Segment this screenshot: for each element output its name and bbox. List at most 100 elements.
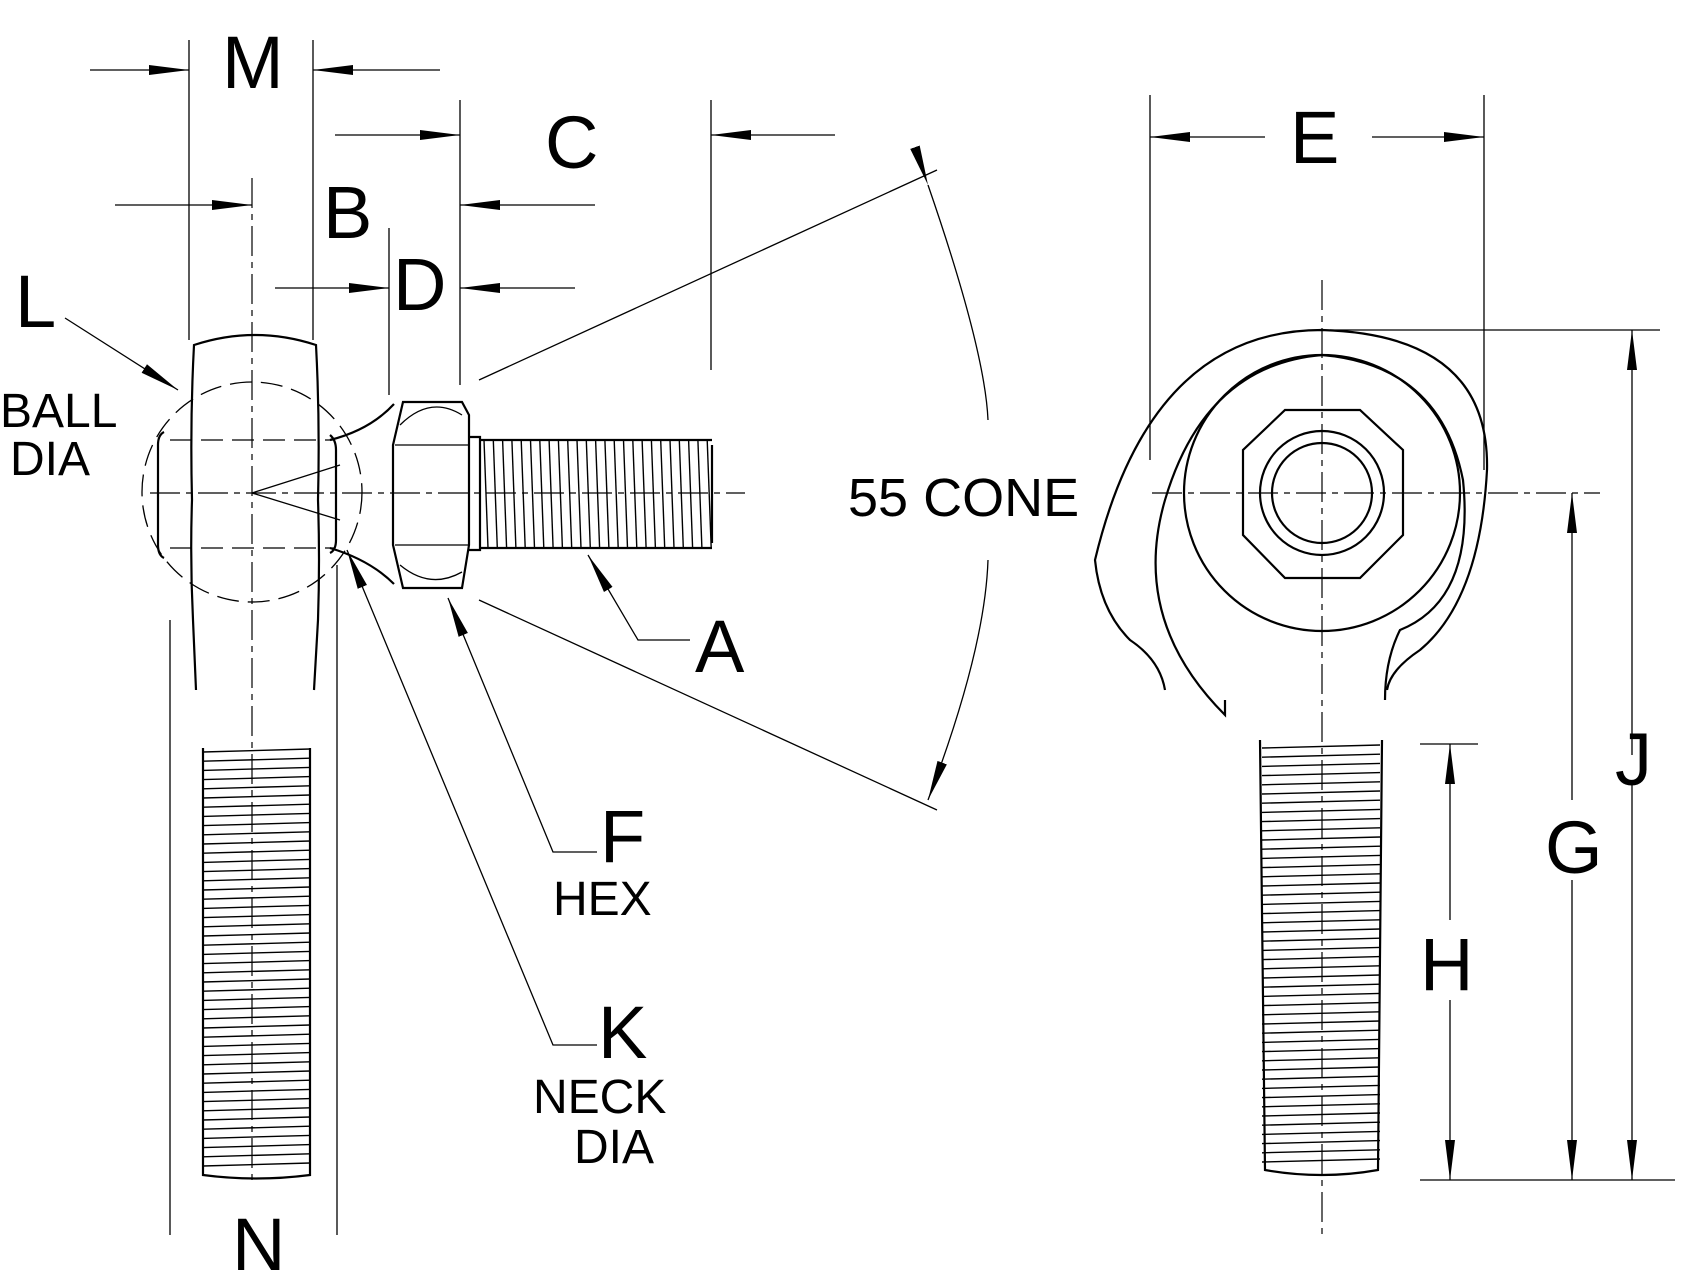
side-eye-housing [190,333,321,691]
thread-line [1261,1020,1381,1025]
thread-line [483,439,489,549]
thread-line [1261,992,1381,998]
thread-line [202,775,311,781]
front-shank-threads [1261,744,1381,1163]
side-neck [329,403,395,442]
thread-line [529,439,536,549]
thread-line [202,1107,311,1112]
thread-line [641,439,647,549]
label-H: H [1420,923,1473,1006]
thread-line [1261,744,1381,749]
thread-line [202,812,311,818]
thread-line [202,1153,311,1158]
thread-line [1261,891,1381,896]
label-B: B [323,171,372,254]
thread-line [202,1024,311,1029]
thread-line [1261,854,1381,860]
thread-line [511,439,517,549]
side-view [141,178,745,1180]
thread-line [622,439,629,549]
thread-line [202,1079,311,1084]
front-hex-octagon [1241,408,1405,580]
thread-line [202,794,311,799]
thread-line [202,932,311,937]
thread-line [202,1143,311,1149]
thread-line [202,849,311,854]
thread-line [1261,799,1381,804]
front-eye-inner [1154,353,1466,718]
thread-line [1261,817,1381,823]
thread-line [1261,836,1381,841]
thread-line [687,439,694,549]
thread-line [202,877,311,882]
label-K: K [598,991,647,1074]
thread-line [678,439,684,549]
thread-line [1261,1075,1381,1080]
cone-mini-bottom [251,492,341,521]
front-eye-outer [1093,328,1489,691]
hex-chamfer-bottom [399,564,463,581]
cone-mini-top [251,464,341,494]
thread-line [202,821,311,827]
thread-line [202,1042,311,1048]
shank-outline [201,748,312,1180]
thread-line [1261,827,1381,832]
hex-chamfer-top [399,406,463,426]
front-shank-outline [1258,739,1384,1177]
thread-line [202,1097,311,1103]
thread-line [202,1116,311,1121]
thread-line [202,1061,311,1066]
thread-line [1261,909,1381,915]
thread-line [202,858,311,864]
thread-line [1261,1103,1381,1108]
thread-line [202,978,311,983]
thread-line [1261,1121,1381,1126]
ball-right-flat [329,434,338,554]
thread-line [202,785,311,790]
label-neck-dia: DIA [574,1121,654,1174]
thread-line [520,439,526,549]
thread-line [202,950,311,956]
thread-line [1261,873,1381,878]
thread-line [539,439,545,549]
thread-line [1261,955,1381,961]
label-D: D [393,243,446,326]
thread-line [1261,771,1381,777]
thread-line [202,996,311,1002]
thread-line [1261,1139,1381,1145]
stud-threads [480,438,714,550]
thread-line [1261,1057,1381,1062]
front-dimension-arrows [1150,132,1637,1180]
thread-line [202,886,311,891]
label-ball-dia-line2: DIA [10,433,90,486]
thread-line [202,1070,311,1075]
thread-line [632,439,638,549]
thread-line [492,439,498,549]
thread-line [594,439,601,549]
thread-line [202,748,311,753]
thread-line [1261,1029,1381,1034]
thread-line [202,1005,311,1011]
thread-line [1261,928,1381,933]
thread-line [1261,845,1381,850]
extension-lines [169,40,938,1235]
thread-line [1261,937,1381,942]
thread-line [1261,1038,1381,1044]
thread-line [1261,1066,1381,1071]
thread-line [1261,900,1381,906]
thread-line [567,439,573,549]
thread-line [1261,1112,1381,1117]
label-L: L [15,260,56,343]
front-view [1093,280,1600,1236]
label-J: J [1615,718,1652,801]
thread-line [613,439,619,549]
thread-line [548,439,554,549]
thread-line [1261,863,1381,869]
thread-line [202,987,311,992]
thread-line [1261,790,1381,795]
ball-left-flat [156,431,165,559]
thread-line [1261,762,1381,768]
label-C: C [545,101,598,184]
shank-threads [202,748,311,1167]
thread-line [1261,1158,1381,1163]
